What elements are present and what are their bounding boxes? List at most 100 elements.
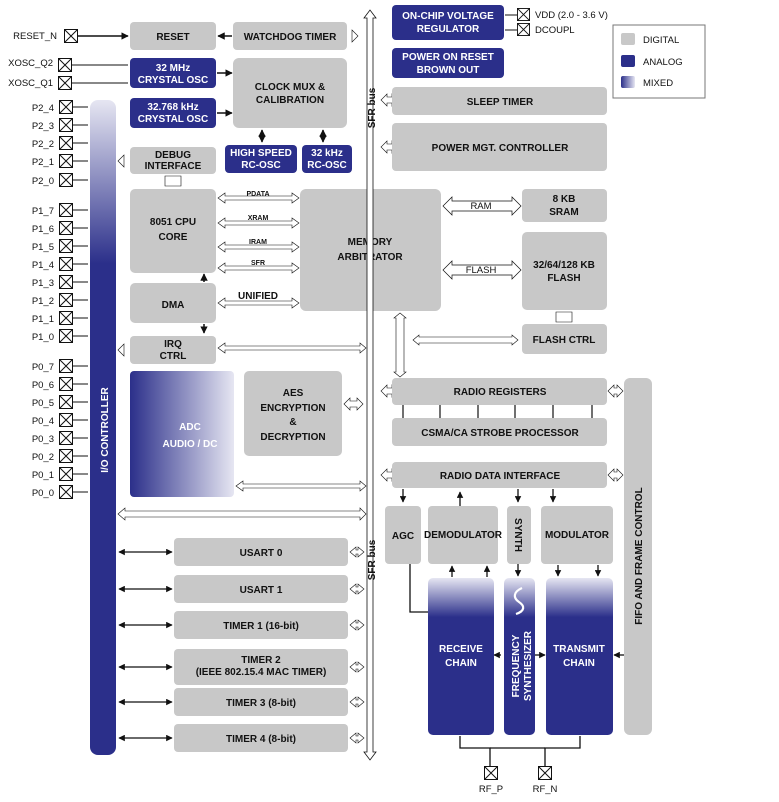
demod-label: DEMODULATOR — [424, 530, 503, 541]
pin-p1-6: P1_1 — [32, 311, 88, 325]
pin-box-icon — [59, 154, 73, 168]
timer-2-line1: TIMER 2 — [241, 655, 281, 666]
vreg-line2: REGULATOR — [417, 24, 480, 35]
frequency-synthesizer: FREQUENCY SYNTHESIZER — [504, 578, 535, 735]
flash-line2: FLASH — [547, 273, 580, 284]
timer-1: TIMER 1 (16-bit) — [118, 611, 365, 639]
fifo-frame-control: FIFO AND FRAME CONTROL — [624, 378, 652, 735]
synth: SYNTH — [507, 506, 531, 564]
reset-block: RESET — [130, 22, 216, 50]
csma-label: CSMA/CA STROBE PROCESSOR — [421, 428, 579, 439]
io-controller-label: I/O CONTROLLER — [100, 386, 111, 472]
high-speed-rc-osc: HIGH SPEED RC-OSC — [225, 145, 297, 173]
pin-label: P1_7 — [32, 206, 54, 217]
pin-reset: RESET_N — [13, 29, 129, 43]
pin-p1-0: P1_7 — [32, 203, 88, 217]
radio-data-interface: RADIO DATA INTERFACE — [392, 462, 607, 488]
flash-ctrl-label: FLASH CTRL — [533, 335, 596, 346]
timer-2-line2: (IEEE 802.15.4 MAC TIMER) — [196, 667, 327, 678]
timer-4-label: TIMER 4 (8-bit) — [226, 734, 296, 745]
debug-interface: DEBUG INTERFACE — [130, 147, 216, 174]
aes-line2: ENCRYPTION — [260, 403, 325, 414]
pin-box-icon — [59, 239, 73, 253]
radio-data-label: RADIO DATA INTERFACE — [440, 471, 561, 482]
flash-ctrl: FLASH CTRL — [522, 324, 607, 354]
pin-p1-3: P1_4 — [32, 257, 88, 271]
usart-1: USART 1 — [118, 575, 365, 603]
legend-analog-swatch — [621, 55, 635, 67]
csma-strobe-processor: CSMA/CA STROBE PROCESSOR — [392, 418, 607, 446]
sfr-bus-label-top: SFR bus — [367, 87, 378, 128]
modulator: MODULATOR — [541, 506, 613, 564]
power-on-reset: POWER ON RESET BROWN OUT — [392, 48, 504, 78]
pin-label: P0_3 — [32, 434, 54, 445]
pin-label: P1_0 — [32, 332, 54, 343]
pin-p0-0: P0_7 — [32, 359, 88, 373]
osc32m-line1: 32 MHz — [156, 63, 190, 74]
k32-rc-line1: 32 kHz — [311, 148, 343, 159]
debug-line2: INTERFACE — [145, 161, 202, 172]
irq-ctrl: IRQ CTRL — [130, 336, 216, 364]
por-line2: BROWN OUT — [417, 65, 480, 76]
sine-icon — [513, 586, 525, 616]
pin-box-icon — [59, 257, 73, 271]
agc: AGC — [385, 506, 421, 564]
reset-label: RESET — [156, 32, 189, 43]
aes-line3: & — [289, 417, 296, 428]
pin-p0-5: P0_2 — [32, 449, 88, 463]
pin-label-dcoupl: DCOUPL — [535, 25, 575, 36]
rx-line1: RECEIVE — [439, 644, 483, 655]
pin-label: P2_4 — [32, 103, 54, 114]
aes-line4: DECRYPTION — [260, 432, 325, 443]
pin-p0-7: P0_0 — [32, 485, 88, 499]
legend: DIGITAL ANALOG MIXED — [612, 24, 706, 99]
pin-label-xosc-q2: XOSC_Q2 — [8, 58, 53, 69]
pin-p2-1: P2_3 — [32, 118, 88, 132]
pin-box-icon — [59, 118, 73, 132]
clock-mux-calibration: CLOCK MUX & CALIBRATION — [233, 58, 347, 128]
bus-xram-label: XRAM — [248, 215, 269, 222]
pin-label-rf-n: RF_N — [533, 784, 558, 795]
pin-box-icon — [517, 8, 530, 21]
cpu-core: 8051 CPU CORE — [130, 189, 216, 273]
io-port-pins: P2_4P2_3P2_2P2_1P2_0P1_7P1_6P1_5P1_4P1_3… — [32, 100, 88, 499]
pin-p0-1: P0_6 — [32, 377, 88, 391]
pin-p1-5: P1_2 — [32, 293, 88, 307]
rf-pins: RF_P RF_N — [479, 766, 558, 795]
pin-box-icon — [59, 413, 73, 427]
pin-label: P0_0 — [32, 488, 54, 499]
pin-box-icon — [59, 431, 73, 445]
watchdog-timer: WATCHDOG TIMER — [233, 22, 347, 50]
bus-iram-label: IRAM — [249, 239, 267, 246]
pin-p1-2: P1_5 — [32, 239, 88, 253]
pin-box-icon — [58, 58, 72, 72]
watchdog-label: WATCHDOG TIMER — [244, 32, 337, 43]
adc-audio-dc: ADC AUDIO / DC — [130, 371, 234, 497]
pin-box-icon — [58, 76, 72, 90]
flash-bus-label: FLASH — [466, 265, 497, 276]
k32-rc-line2: RC-OSC — [307, 160, 346, 171]
pin-label-xosc-q1: XOSC_Q1 — [8, 78, 53, 89]
bus-pdata-label: PDATA — [246, 191, 269, 198]
crystal-osc-32khz: 32.768 kHz CRYSTAL OSC — [130, 98, 216, 128]
sfr-bus: SFR bus SFR bus — [363, 9, 378, 761]
legend-mixed-swatch — [621, 76, 635, 88]
transmit-chain: TRANSMIT CHAIN — [546, 578, 613, 735]
pin-label: P1_3 — [32, 278, 54, 289]
irq-line2: CTRL — [160, 351, 187, 362]
adc-line1: ADC — [179, 422, 201, 433]
timer-3: TIMER 3 (8-bit) — [118, 688, 365, 716]
pin-label: P0_1 — [32, 470, 54, 481]
osc32k-line1: 32.768 kHz — [147, 102, 198, 113]
rx-line2: CHAIN — [445, 658, 477, 669]
pin-p2-4: P2_0 — [32, 173, 88, 187]
pin-box-icon — [59, 136, 73, 150]
pin-box-icon — [517, 23, 530, 36]
vreg-line1: ON-CHIP VOLTAGE — [402, 11, 494, 22]
timer-1-label: TIMER 1 (16-bit) — [223, 621, 299, 632]
aes-line1: AES — [283, 388, 304, 399]
power-mgt-controller: POWER MGT. CONTROLLER — [392, 123, 607, 171]
radio-registers: RADIO REGISTERS — [392, 378, 607, 405]
pin-label: P1_1 — [32, 314, 54, 325]
